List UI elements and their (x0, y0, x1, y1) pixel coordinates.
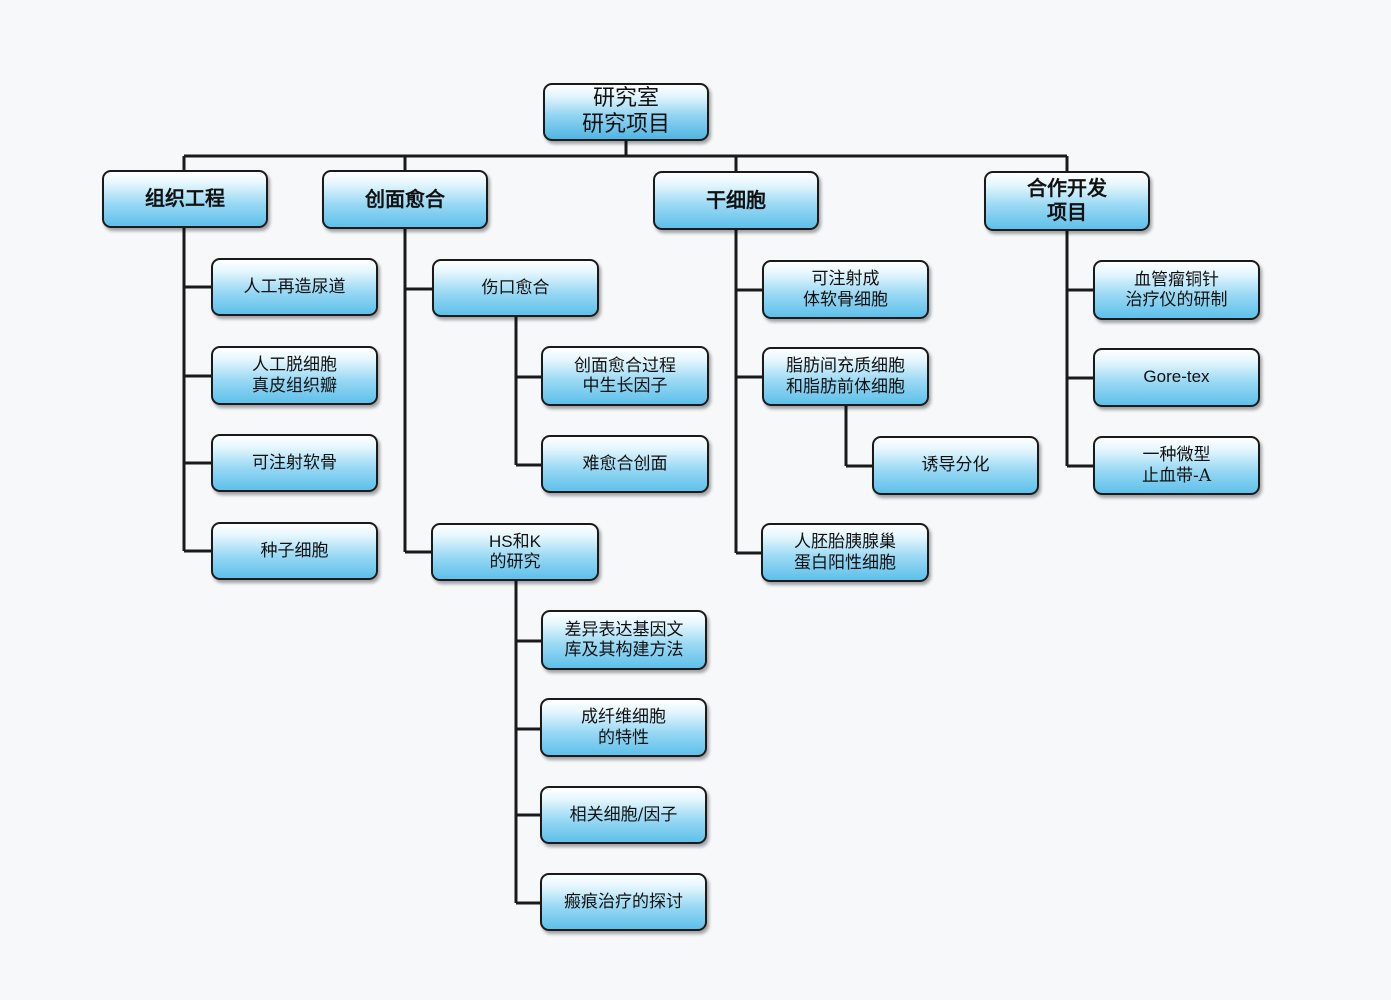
node-copper-needle-device: 血管瘤铜针 治疗仪的研制 (1093, 260, 1260, 320)
node-adipose-cells: 脂肪间充质细胞 和脂肪前体细胞 (762, 347, 929, 406)
node-scar-treatment: 瘢痕治疗的探讨 (540, 873, 707, 931)
node-seed-cells: 种子细胞 (211, 522, 378, 580)
node-artificial-urethra: 人工再造尿道 (211, 258, 378, 316)
node-label: 人胚胎胰腺巢 蛋白阳性细胞 (794, 532, 896, 573)
category-label: 组织工程 (145, 186, 225, 211)
node-label: 成纤维细胞 的特性 (581, 707, 666, 748)
node-label: 血管瘤铜针 治疗仪的研制 (1125, 269, 1228, 310)
node-label: Gore-tex (1143, 367, 1210, 387)
node-chronic-wounds: 难愈合创面 (541, 435, 709, 493)
node-acellular-dermis: 人工脱细胞 真皮组织瓣 (211, 346, 378, 405)
node-injectable-cartilage: 可注射软骨 (211, 434, 378, 492)
node-fibroblast-properties: 成纤维细胞 的特性 (540, 698, 707, 757)
node-label: 可注射成 体软骨细胞 (803, 269, 888, 310)
node-pancreatic-nestin-cells: 人胚胎胰腺巢 蛋白阳性细胞 (761, 523, 929, 582)
root-node: 研究室 研究项目 (543, 83, 709, 141)
category-cooperation: 合作开发 项目 (984, 171, 1150, 231)
node-label: 相关细胞/因子 (569, 804, 678, 825)
node-label: 诱导分化 (921, 455, 990, 476)
node-label: 可注射软骨 (252, 452, 337, 473)
node-label: HS和K 的研究 (489, 531, 541, 571)
category-label: 合作开发 项目 (1027, 176, 1107, 224)
node-gene-library: 差异表达基因文 库及其构建方法 (541, 610, 707, 670)
node-gore-tex: Gore-tex (1093, 348, 1260, 407)
node-related-cells-factors: 相关细胞/因子 (540, 786, 707, 844)
node-growth-factors: 创面愈合过程 中生长因子 (541, 346, 709, 406)
node-label: 一种微型 止血带-A (1141, 445, 1212, 486)
node-label: 难愈合创面 (582, 453, 668, 474)
node-label: 差异表达基因文 库及其构建方法 (564, 619, 684, 660)
node-label: 创面愈合过程 中生长因子 (574, 355, 676, 396)
category-label: 创面愈合 (365, 186, 445, 211)
node-mini-tourniquet: 一种微型 止血带-A (1093, 436, 1260, 495)
category-label: 干细胞 (706, 187, 766, 212)
node-label: 种子细胞 (260, 540, 329, 561)
node-label: 瘢痕治疗的探讨 (564, 891, 683, 912)
node-label: 伤口愈合 (481, 277, 550, 298)
category-wound-healing: 创面愈合 (322, 170, 488, 229)
node-hs-k-research: HS和K 的研究 (431, 523, 599, 581)
node-label: 人工再造尿道 (243, 276, 346, 297)
node-induced-differentiation: 诱导分化 (872, 436, 1039, 495)
category-stem-cells: 干细胞 (653, 171, 819, 230)
category-tissue-engineering: 组织工程 (102, 170, 268, 228)
root-label: 研究室 研究项目 (581, 86, 670, 137)
node-injectable-chondrocytes: 可注射成 体软骨细胞 (762, 260, 929, 319)
node-label: 脂肪间充质细胞 和脂肪前体细胞 (786, 356, 905, 397)
node-wound-healing: 伤口愈合 (432, 259, 599, 317)
node-label: 人工脱细胞 真皮组织瓣 (252, 355, 337, 396)
